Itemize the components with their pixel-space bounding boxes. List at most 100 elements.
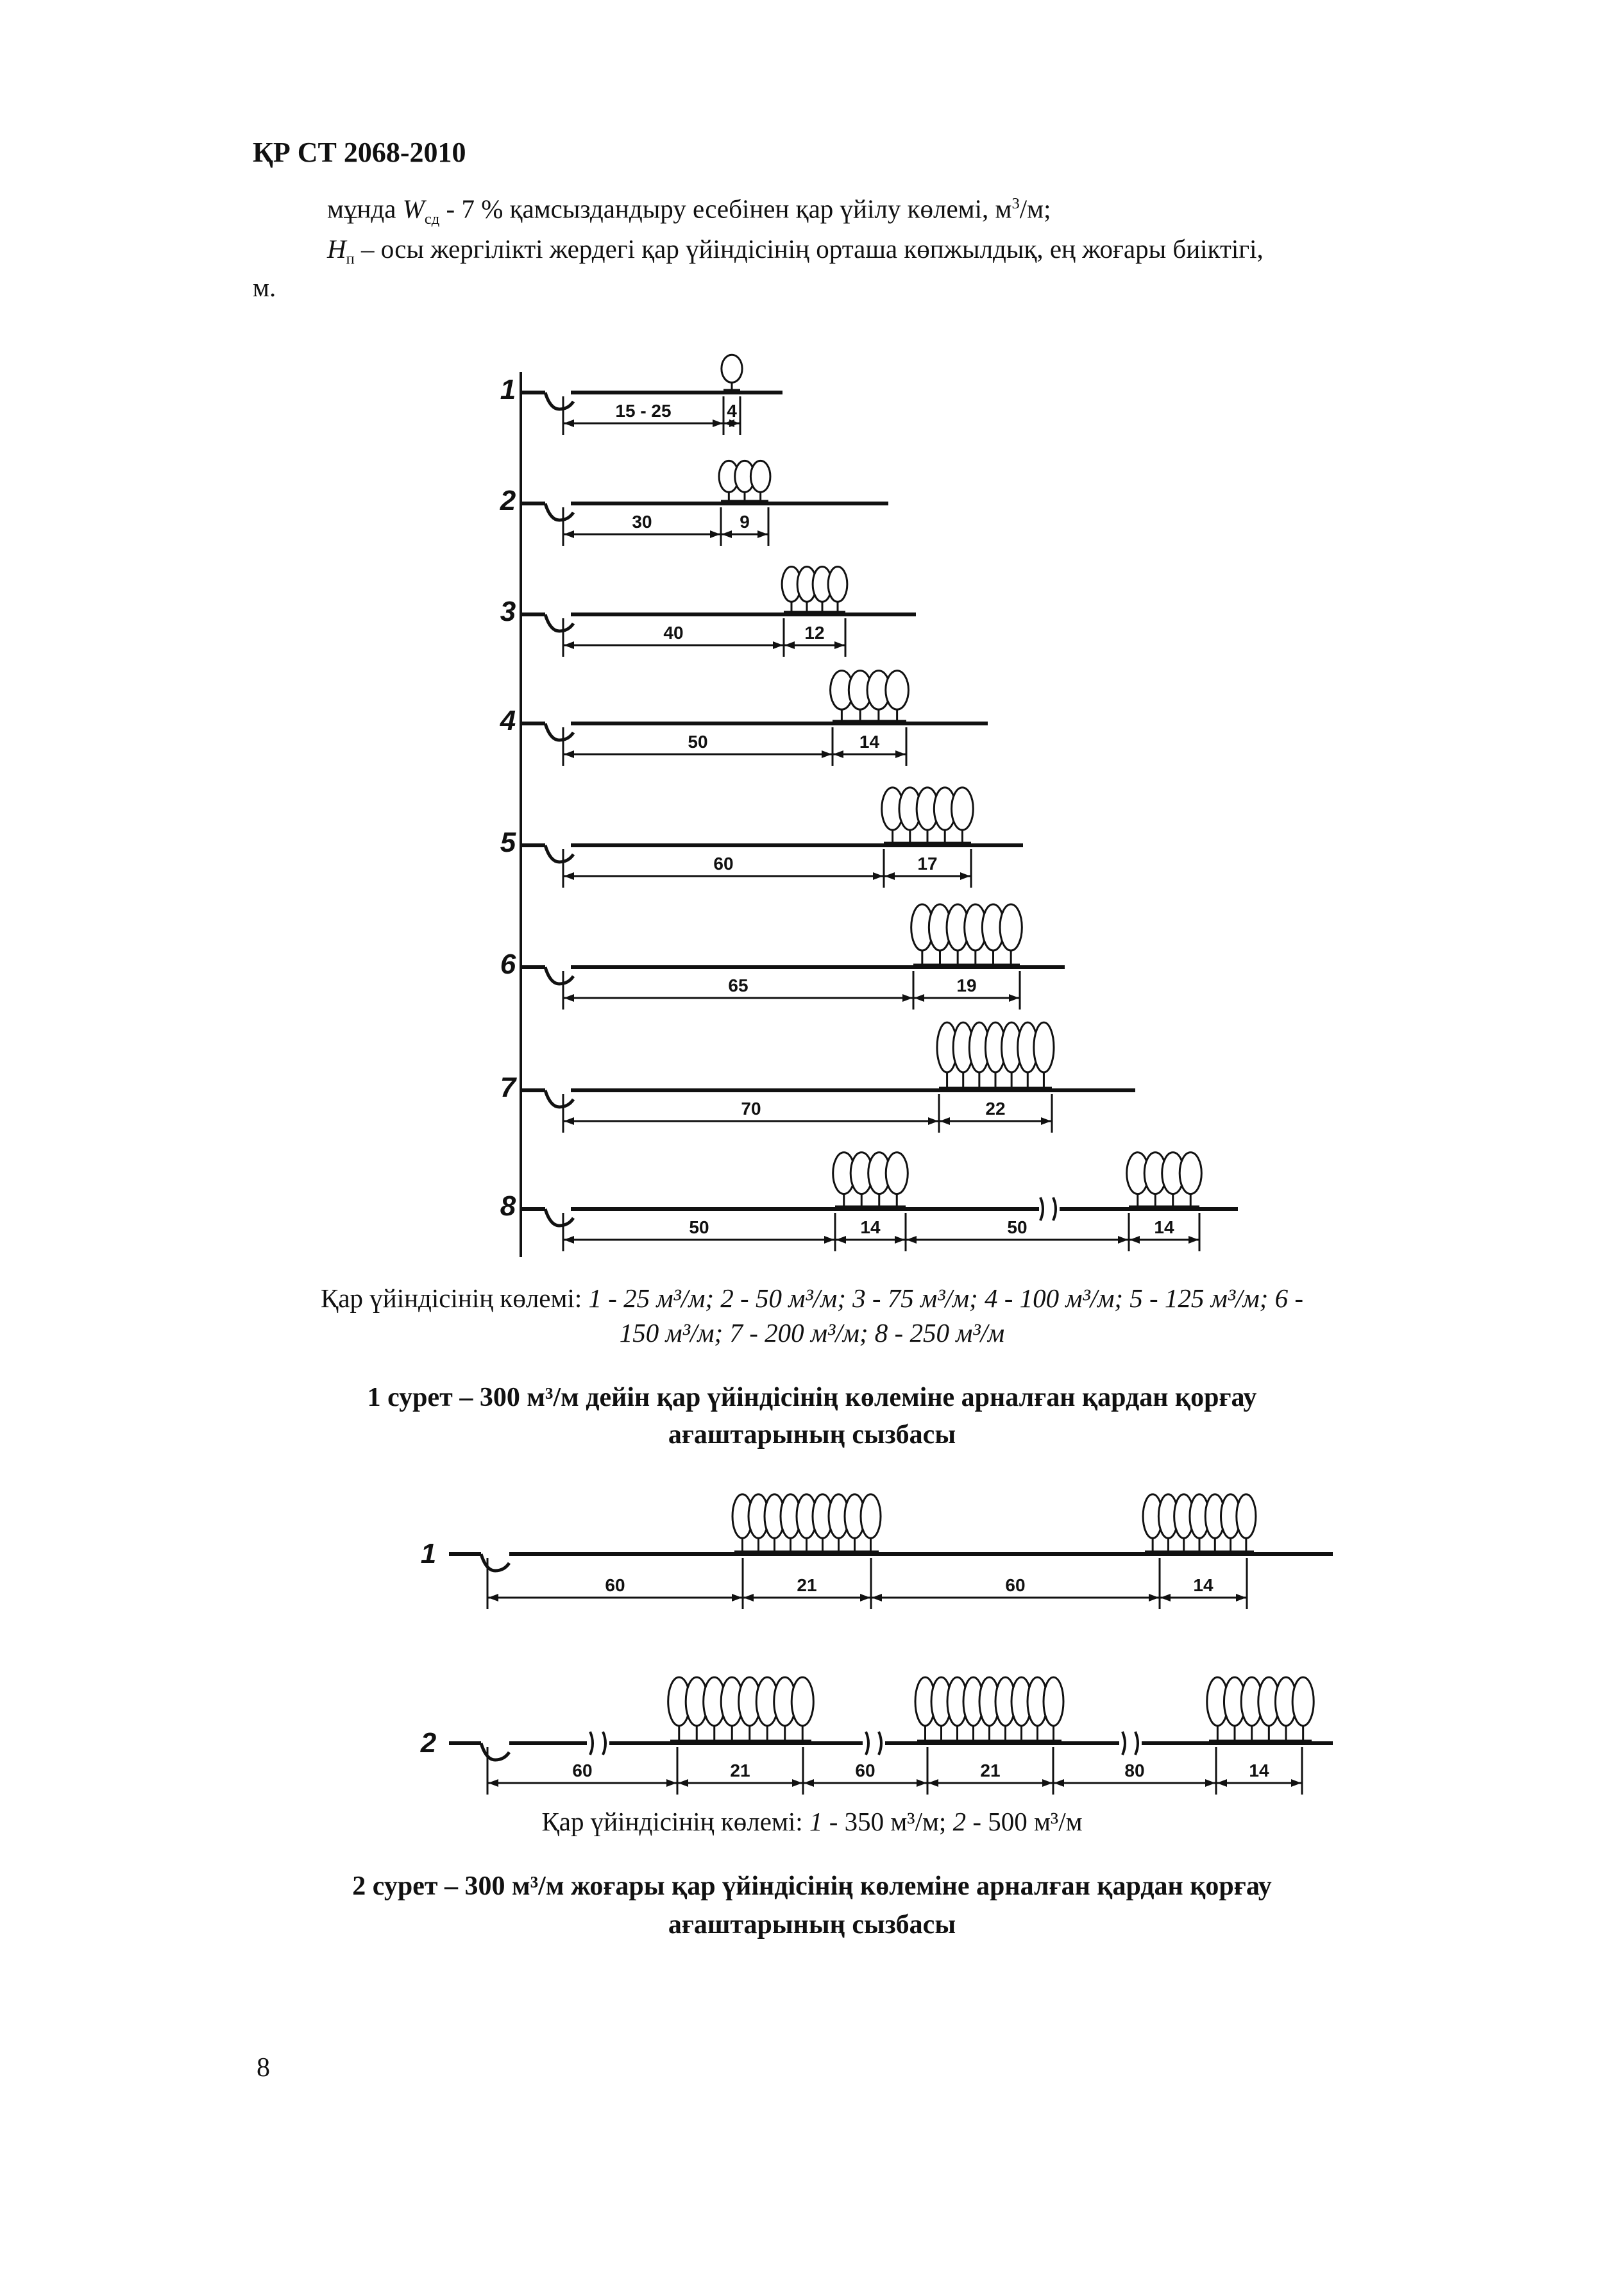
dimension-label: 9 (740, 512, 750, 532)
dimension-arrowhead (1054, 1779, 1064, 1787)
dimension-arrowhead (822, 750, 832, 758)
dimension-arrowhead (895, 1236, 905, 1244)
dimension-arrowhead (928, 1117, 938, 1125)
ditch-profile (543, 1208, 575, 1228)
dimension-arrowhead (792, 1779, 802, 1787)
dimension-label: 21 (730, 1761, 750, 1780)
dimension-arrowhead (906, 1236, 917, 1244)
dimension-arrowhead (902, 994, 913, 1002)
dimension-arrowhead (1009, 994, 1019, 1002)
dimension-arrowhead (564, 750, 574, 758)
dimension-arrowhead (860, 1594, 870, 1601)
dimension-arrowhead (928, 1779, 938, 1787)
tree-belt (718, 459, 772, 503)
tree-belt (1206, 1676, 1315, 1743)
figure-2-title: 2 сурет – 300 м³/м жоғары қар үйіндісіні… (352, 1872, 1272, 1901)
dimension-label: 60 (713, 854, 733, 874)
tree-crown-icon (1291, 1676, 1315, 1727)
dimension-arrowhead (757, 530, 768, 538)
tree-belt (720, 353, 743, 393)
tree-belt (910, 903, 1023, 967)
dimension-label: 60 (855, 1761, 875, 1780)
ditch-profile (479, 1743, 511, 1762)
dimension-arrowhead (564, 530, 574, 538)
tree-crown-icon (951, 786, 974, 831)
tree-belt (881, 786, 974, 845)
dimension-arrowhead (1160, 1594, 1171, 1601)
figure-1-row-label: 8 (500, 1190, 516, 1222)
tree-belt (832, 1151, 909, 1209)
tree-belt (914, 1676, 1065, 1743)
figure-1-caption-line-2: 150 м³/м; 7 - 200 м³/м; 8 - 250 м³/м (619, 1318, 1005, 1348)
figure-1-row-label: 7 (500, 1072, 518, 1103)
ditch-profile (543, 1090, 575, 1109)
dimension-arrowhead (713, 419, 723, 427)
figure-2-title-line-2: ағаштарының сызбасы (668, 1910, 956, 1939)
break-mark-icon (877, 1731, 883, 1755)
dimension-label: 60 (605, 1575, 625, 1595)
dimension-arrowhead (836, 1236, 846, 1244)
break-mark-icon (865, 1731, 870, 1755)
figure-1-row-label: 6 (500, 949, 516, 980)
tree-belt (829, 670, 909, 723)
dimension-label: 14 (1249, 1761, 1269, 1780)
tree-crown-icon (790, 1676, 815, 1727)
tree-belt (1126, 1151, 1203, 1209)
dimension-label: 4 (727, 401, 737, 421)
dimension-label: 14 (1193, 1575, 1214, 1595)
ditch-profile (543, 967, 575, 986)
dimension-label: 21 (797, 1575, 816, 1595)
dimension-arrowhead (564, 641, 574, 649)
tree-crown-icon (1178, 1151, 1203, 1196)
dimension-arrowhead (564, 872, 574, 880)
dimension-label: 22 (985, 1099, 1005, 1119)
tree-belt (781, 566, 849, 614)
dimension-arrowhead (729, 419, 740, 427)
dimension-label: 65 (728, 976, 748, 995)
dimension-arrowhead (564, 419, 574, 427)
dimension-arrowhead (773, 641, 783, 649)
dimension-arrowhead (940, 1117, 950, 1125)
dimension-label: 60 (572, 1761, 592, 1780)
dimension-arrowhead (1041, 1117, 1051, 1125)
dimension-label: 14 (1154, 1217, 1174, 1237)
dimension-arrowhead (564, 994, 574, 1002)
tree-crown-icon (720, 353, 743, 384)
dimension-label: 80 (1124, 1761, 1144, 1780)
dimension-arrowhead (1042, 1779, 1053, 1787)
dimension-arrowhead (895, 750, 906, 758)
dimension-arrowhead (1118, 1236, 1128, 1244)
ditch-profile (543, 614, 575, 633)
break-mark-icon (589, 1731, 594, 1755)
dimension-arrowhead (1205, 1779, 1215, 1787)
dimension-label: 21 (980, 1761, 1000, 1780)
tree-belt (667, 1676, 815, 1743)
dimension-arrowhead (1291, 1779, 1301, 1787)
dimension-arrowhead (917, 1779, 927, 1787)
text-line-3: м. (253, 273, 276, 302)
dimension-arrowhead (666, 1779, 677, 1787)
dimension-label: 50 (1007, 1217, 1027, 1237)
figure-2-row-label: 1 (421, 1538, 436, 1569)
ditch-profile (543, 723, 575, 742)
dimension-arrowhead (564, 1117, 574, 1125)
document-header: ҚР СТ 2068-2010 (253, 137, 466, 168)
figure-1-title-line-2: ағаштарының сызбасы (668, 1420, 956, 1449)
ditch-profile (479, 1553, 511, 1573)
dimension-arrowhead (488, 1594, 498, 1601)
tree-crown-icon (999, 903, 1023, 952)
figure-2-caption: Қар үйіндісінің көлемі: 1 - 350 м³/м; 2 … (541, 1807, 1083, 1836)
dimension-arrowhead (732, 1594, 742, 1601)
tree-crown-icon (1042, 1676, 1065, 1727)
tree-belt (1142, 1493, 1257, 1554)
ditch-profile (543, 392, 575, 411)
page-number: 8 (257, 2053, 270, 2083)
dimension-label: 60 (1005, 1575, 1025, 1595)
dimension-arrowhead (960, 872, 970, 880)
dimension-arrowhead (784, 641, 795, 649)
dimension-arrowhead (824, 1236, 834, 1244)
break-mark-icon (1039, 1197, 1044, 1221)
dimension-label: 15 - 25 (615, 401, 671, 421)
dimension-arrowhead (1217, 1779, 1227, 1787)
